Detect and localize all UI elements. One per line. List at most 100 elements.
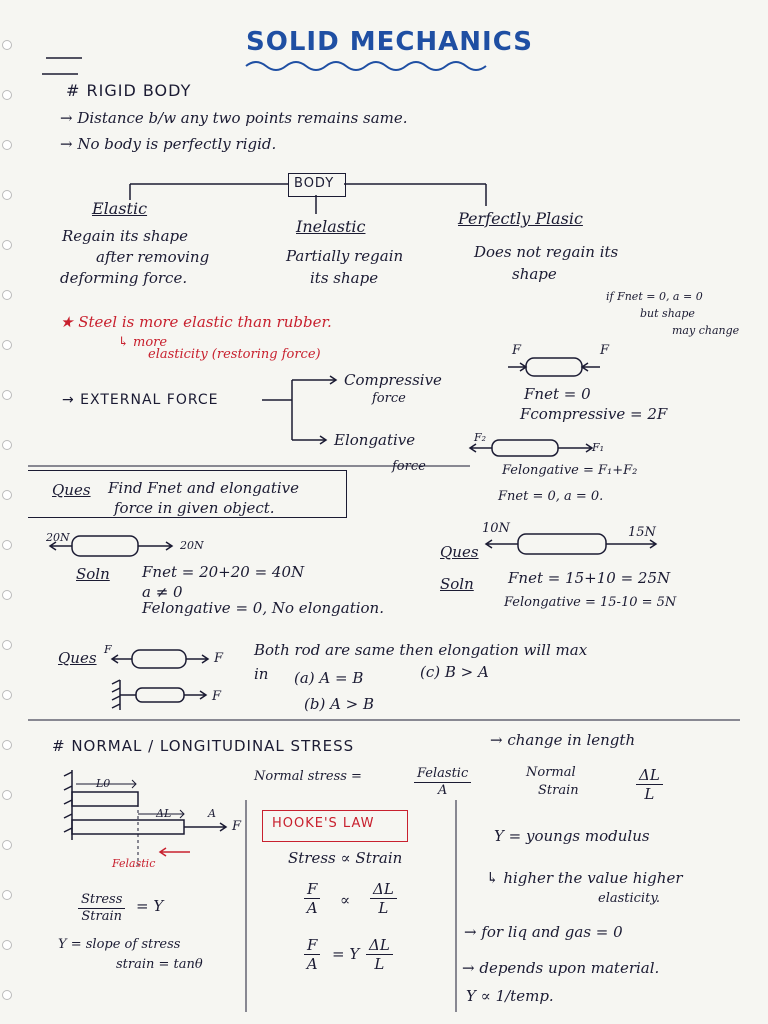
compressive-rod bbox=[525, 357, 583, 377]
hooke-f4-den: L bbox=[374, 955, 385, 973]
stress-force-arrow bbox=[184, 822, 228, 832]
steel-sub-2: elasticity (restoring force) bbox=[148, 347, 321, 362]
binding-hole bbox=[2, 90, 12, 100]
stress-heading: # NORMAL / LONGITUDINAL STRESS bbox=[52, 737, 355, 755]
hooke-fraction-4: ΔL L bbox=[366, 936, 393, 973]
body-tree-lines bbox=[129, 183, 487, 214]
ratio-numerator: Stress bbox=[78, 892, 126, 909]
hooke-f1-num: F bbox=[304, 880, 321, 899]
hooke-f2-den: L bbox=[378, 899, 389, 917]
normal-strain-label-2: Strain bbox=[538, 783, 579, 798]
normal-strain-label-1: Normal bbox=[526, 765, 576, 780]
compressive-label-2: force bbox=[372, 391, 406, 406]
young-line-5: → depends upon material. bbox=[462, 959, 660, 977]
question-1-text-1: Find Fnet and elongative bbox=[108, 479, 300, 497]
binding-hole bbox=[2, 390, 12, 400]
stress-strain-ratio: Stress Strain bbox=[78, 892, 126, 924]
binding-hole bbox=[2, 840, 12, 850]
hooke-f1-den: A bbox=[306, 899, 318, 917]
binding-hole bbox=[2, 440, 12, 450]
elongative-f-left: F₂ bbox=[474, 431, 487, 444]
q2-soln-1: Fnet = 15+10 = 25N bbox=[508, 569, 671, 587]
q1-soln-3: Felongative = 0, No elongation. bbox=[142, 599, 384, 617]
plastic-title: Perfectly Plasic bbox=[458, 209, 583, 228]
q3-rod-a-arrows bbox=[110, 654, 210, 664]
binding-hole bbox=[2, 190, 12, 200]
compressive-f-left: F bbox=[512, 343, 522, 358]
hooke-eq-y: = Y bbox=[332, 945, 360, 963]
q1-soln-label: Soln bbox=[76, 565, 110, 583]
q1-arrows bbox=[48, 541, 174, 551]
question-3-label: Ques bbox=[58, 649, 97, 667]
elongative-f-right: F₁ bbox=[592, 441, 605, 454]
binding-hole bbox=[2, 640, 12, 650]
binding-hole bbox=[2, 940, 12, 950]
hooke-fraction-1: F A bbox=[304, 880, 321, 917]
plastic-note-3: may change bbox=[672, 324, 740, 337]
stress-rod-stretched bbox=[71, 819, 185, 835]
q3-rod-a bbox=[131, 649, 187, 669]
inelastic-desc-1: Partially regain bbox=[286, 247, 404, 265]
binding-hole bbox=[2, 490, 12, 500]
body-label: BODY bbox=[294, 176, 335, 191]
q3-option-a: (a) A = B bbox=[294, 669, 364, 687]
normal-stress-denominator: A bbox=[437, 782, 448, 798]
q1-soln-1: Fnet = 20+20 = 40N bbox=[142, 563, 305, 581]
external-force-branches bbox=[262, 379, 336, 441]
compressive-eq-2: Fcompressive = 2F bbox=[520, 405, 668, 423]
q2-soln-label: Soln bbox=[440, 575, 474, 593]
external-force-label: → EXTERNAL FORCE bbox=[62, 392, 219, 408]
q3-text-2: in bbox=[254, 665, 269, 683]
diagram-area: A bbox=[208, 807, 216, 820]
elongative-eq-2: Fnet = 0, a = 0. bbox=[498, 489, 604, 504]
l0-arrow bbox=[76, 779, 137, 789]
binding-hole bbox=[2, 990, 12, 1000]
compressive-eq-1: Fnet = 0 bbox=[524, 385, 591, 403]
young-line-1: Y = youngs modulus bbox=[494, 827, 650, 845]
q3-force-top-right: F bbox=[214, 651, 224, 666]
hooke-fraction-3: F A bbox=[304, 936, 321, 973]
binding-hole bbox=[2, 290, 12, 300]
hookes-law-box bbox=[262, 810, 408, 842]
q1-force-left: 20N bbox=[46, 531, 70, 544]
felastic-arrow bbox=[158, 847, 190, 857]
slope-line-2: strain = tanθ bbox=[116, 957, 203, 972]
normal-strain-denominator: L bbox=[644, 785, 655, 803]
elastic-title: Elastic bbox=[92, 199, 148, 218]
elastic-desc-3: deforming force. bbox=[60, 269, 188, 287]
q2-arrows bbox=[484, 539, 658, 549]
q1-rod bbox=[71, 535, 139, 557]
plastic-desc-1: Does not regain its bbox=[474, 243, 619, 261]
hooke-f2-num: ΔL bbox=[370, 880, 397, 899]
binding-hole bbox=[2, 540, 12, 550]
hooke-f3-den: A bbox=[306, 955, 318, 973]
ratio-denominator: Strain bbox=[81, 908, 122, 924]
elastic-desc-2: after removing bbox=[96, 248, 210, 266]
question-1-text-2: force in given object. bbox=[114, 499, 275, 517]
binding-hole bbox=[2, 240, 12, 250]
binding-hole bbox=[2, 590, 12, 600]
compressive-arrows bbox=[508, 362, 600, 372]
steel-note: ★ Steel is more elastic than rubber. bbox=[60, 313, 332, 331]
binding-hole bbox=[2, 740, 12, 750]
rigid-point-2: → No body is perfectly rigid. bbox=[60, 135, 277, 153]
question-2-label: Ques bbox=[440, 543, 479, 561]
normal-strain-fraction: ΔL L bbox=[636, 766, 663, 803]
rigid-body-heading: # RIGID BODY bbox=[66, 81, 192, 100]
plastic-note-2: but shape bbox=[640, 307, 695, 320]
branch-arrowheads bbox=[319, 375, 338, 445]
q2-rod bbox=[517, 533, 607, 555]
elongative-arrows bbox=[468, 443, 594, 453]
normal-stress-numerator: Felastic bbox=[414, 766, 472, 783]
stress-heading-note: → change in length bbox=[490, 731, 636, 749]
q2-force-right: 15N bbox=[628, 525, 656, 540]
q3-rod-b-wall bbox=[111, 679, 208, 710]
plastic-note-1: if Fnet = 0, a = 0 bbox=[606, 290, 703, 303]
elongative-label-1: Elongative bbox=[334, 431, 416, 449]
hookes-law-line: Stress ∝ Strain bbox=[288, 849, 403, 867]
elongative-rod bbox=[491, 439, 559, 457]
q2-soln-2: Felongative = 15-10 = 5N bbox=[504, 595, 677, 610]
title-underline-wave bbox=[245, 61, 487, 71]
